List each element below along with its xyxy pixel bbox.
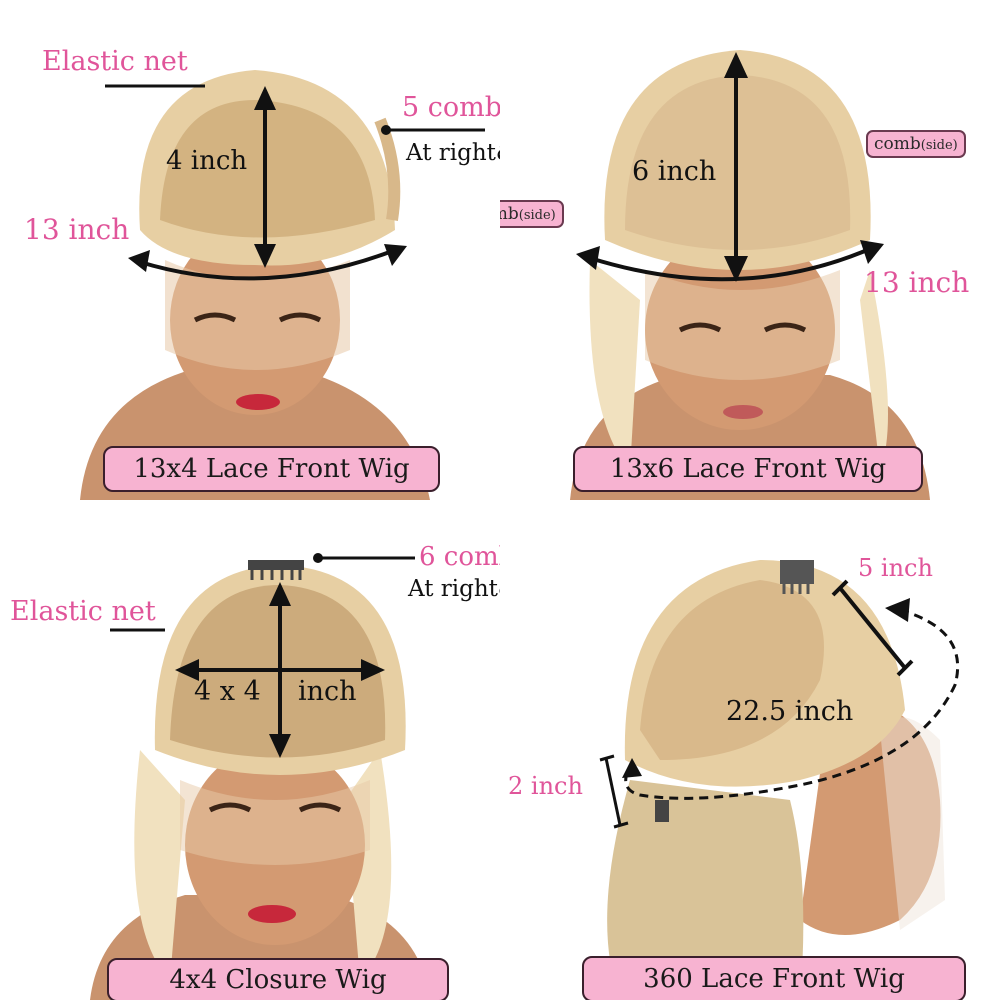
- side-note: At right&left: [406, 140, 500, 166]
- panel-360: 5 inch 22.5 inch 2 inch 360 Lace Front W…: [500, 500, 1000, 1000]
- elastic-net-label: Elastic net: [42, 46, 188, 77]
- panel-13x6: 6 inch 13 inch comb(side) comb(side) 13x…: [500, 0, 1000, 500]
- title-badge: 4x4 Closure Wig: [107, 958, 449, 1000]
- title-badge: 360 Lace Front Wig: [582, 956, 966, 1000]
- dimension-label: 4 x 4: [194, 676, 261, 707]
- wig-360-illustration: [599, 560, 960, 1000]
- comb-side-badge-right: comb(side): [866, 130, 966, 158]
- combs-label: 6 combs: [419, 542, 500, 572]
- combs-label: 5 combs: [402, 92, 500, 123]
- wig-4x4-illustration: [90, 553, 430, 1000]
- width-label: 13 inch: [24, 213, 130, 246]
- side-note: At right&left: [408, 576, 500, 602]
- panel-13x4: Elastic net 5 combs At right&left 4 inch…: [0, 0, 500, 500]
- comb-side-badge-left: comb(side): [500, 200, 564, 228]
- wig-13x6-illustration: [570, 50, 930, 500]
- title-badge: 13x4 Lace Front Wig: [103, 446, 440, 492]
- top-width-label: 5 inch: [858, 554, 933, 582]
- dimension-unit: inch: [298, 676, 357, 707]
- width-label: 13 inch: [864, 266, 970, 299]
- panel-4x4: 6 combs At right&left Elastic net 4 x 4 …: [0, 500, 500, 1000]
- circumference-label: 22.5 inch: [726, 696, 854, 727]
- height-label: 6 inch: [632, 156, 717, 187]
- height-label: 4 inch: [166, 146, 248, 176]
- side-height-label: 2 inch: [508, 772, 583, 800]
- elastic-net-label: Elastic net: [10, 596, 156, 627]
- title-badge: 13x6 Lace Front Wig: [573, 446, 923, 492]
